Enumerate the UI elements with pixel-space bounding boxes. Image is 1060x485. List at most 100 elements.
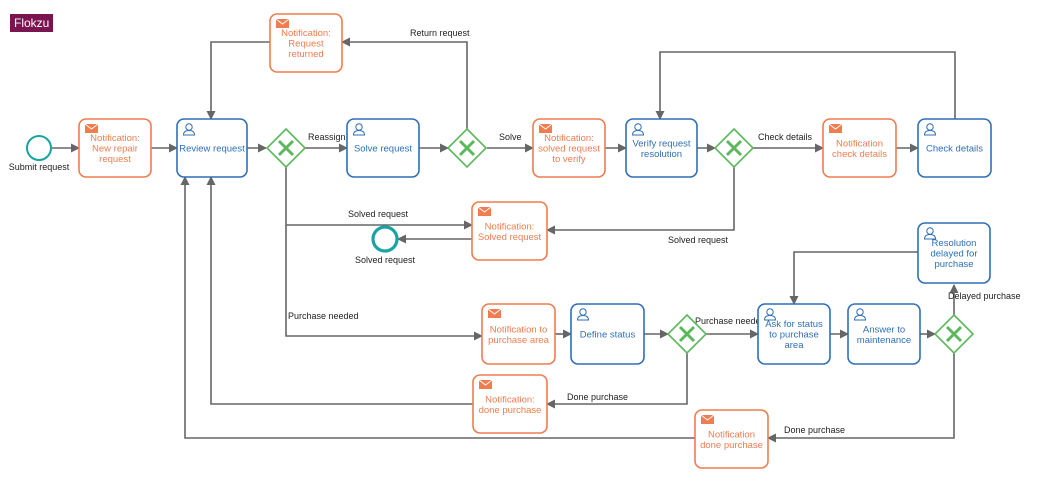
task-check[interactable]: Check details xyxy=(917,118,992,178)
start-event-label: Submit request xyxy=(9,162,70,172)
user-task-icon xyxy=(763,308,777,321)
node-label-line: Solved request xyxy=(478,232,542,243)
node-label-line: Resolution xyxy=(932,238,977,249)
node-label-line: Request xyxy=(288,39,324,50)
node-label-line: Notification: xyxy=(281,28,331,39)
edge-label-solved-request-right: Solved request xyxy=(668,235,729,245)
node-label-line: to purchase xyxy=(769,330,819,341)
node-label-line: Notification: xyxy=(485,221,535,232)
user-task-icon xyxy=(576,308,590,321)
gateways xyxy=(265,127,975,355)
node-label-line: Define status xyxy=(580,330,636,341)
node-label-line: Review request xyxy=(179,144,245,155)
edge-gw3-solved xyxy=(546,167,735,235)
task-review[interactable]: Review request xyxy=(176,118,248,178)
user-task-icon xyxy=(923,227,937,240)
edges xyxy=(52,37,959,443)
edge-label-done-purchase-mid: Done purchase xyxy=(567,392,628,402)
gateway-exclusive xyxy=(265,127,307,169)
node-label-line: Notification xyxy=(708,429,755,440)
end-event: Solved request xyxy=(355,225,416,265)
envelope-icon xyxy=(478,379,493,389)
edge-done2-to-review xyxy=(180,176,695,439)
edge-label-solved-request-top: Solved request xyxy=(348,209,409,219)
end-event-label: Solved request xyxy=(355,255,416,265)
edge-label-check-details: Check details xyxy=(758,132,813,142)
task-define[interactable]: Define status xyxy=(570,303,645,365)
edge-label-return-request: Return request xyxy=(410,28,470,38)
edge-returned-to-review xyxy=(206,41,270,120)
envelope-icon xyxy=(487,308,502,318)
task-solve[interactable]: Solve request xyxy=(346,118,420,178)
node-label-line: Verify request xyxy=(632,138,690,149)
edge-label-done-purchase-bottom: Done purchase xyxy=(784,425,845,435)
edge-gw2-return xyxy=(341,37,468,129)
node-label-line: purchase xyxy=(934,259,973,270)
user-task-icon xyxy=(182,123,196,136)
notification-done1[interactable]: Notification:done purchase xyxy=(472,374,548,434)
edge-label-delayed-purchase: Delayed purchase xyxy=(948,291,1021,301)
node-label-line: to verify xyxy=(552,154,586,165)
edge-label-purchase-needed-left: Purchase needed xyxy=(288,311,359,321)
start-event: Submit request xyxy=(9,135,70,172)
node-label-line: Notification: xyxy=(90,133,140,144)
envelope-icon xyxy=(538,123,553,133)
node-label-line: Notification xyxy=(836,138,883,149)
node-label-line: check details xyxy=(832,149,887,160)
notification-solved[interactable]: Notification:Solved request xyxy=(471,201,548,261)
gateway-exclusive xyxy=(666,313,708,355)
user-task-icon xyxy=(853,308,867,321)
envelope-icon xyxy=(275,18,290,28)
edge-label-reassign: Reassign xyxy=(308,132,346,142)
gateway-exclusive xyxy=(446,127,488,169)
node-label-line: Ask for status xyxy=(765,319,823,330)
gateway-exclusive xyxy=(933,313,975,355)
node-label-line: maintenance xyxy=(857,335,911,346)
node-label-line: area xyxy=(784,340,804,351)
node-label-line: Notification: xyxy=(485,394,535,405)
node-label-line: request xyxy=(99,154,131,165)
node-label-line: Notification: xyxy=(544,133,594,144)
flokzu-logo: Flokzu xyxy=(10,14,54,32)
node-label-line: Check details xyxy=(926,144,983,155)
user-task-icon xyxy=(923,123,937,136)
user-task-icon xyxy=(631,123,645,136)
node-label-line: purchase area xyxy=(488,335,549,346)
node-label-line: New repair xyxy=(92,144,138,155)
node-label-line: resolution xyxy=(641,149,682,160)
edge-labels: Reassign Return request Solve Check deta… xyxy=(288,28,1021,435)
node-label-line: Solve request xyxy=(354,144,412,155)
edge-gw4-done xyxy=(546,353,688,409)
edge-check-back-to-verify xyxy=(655,51,956,120)
node-label-line: solved request xyxy=(538,144,600,155)
edge-gw1-purchase xyxy=(285,225,483,341)
envelope-icon xyxy=(477,206,492,216)
edge-label-solve: Solve xyxy=(499,132,522,142)
node-label-line: Notification to xyxy=(490,324,548,335)
edge-done1-to-review xyxy=(206,176,473,405)
gateway-exclusive xyxy=(713,127,755,169)
envelope-icon xyxy=(84,123,99,133)
node-label-line: returned xyxy=(288,49,323,60)
node-label-line: Answer to xyxy=(863,324,905,335)
edge-gw5-done xyxy=(767,353,955,443)
node-label-line: done purchase xyxy=(479,405,542,416)
edge-delayed-to-ask xyxy=(789,251,920,305)
envelope-icon xyxy=(828,123,843,133)
node-label-line: done purchase xyxy=(700,440,763,451)
envelope-icon xyxy=(700,414,715,424)
edge-label-purchase-needed-mid: Purchase needed xyxy=(695,316,766,326)
node-label-line: delayed for xyxy=(930,249,977,260)
